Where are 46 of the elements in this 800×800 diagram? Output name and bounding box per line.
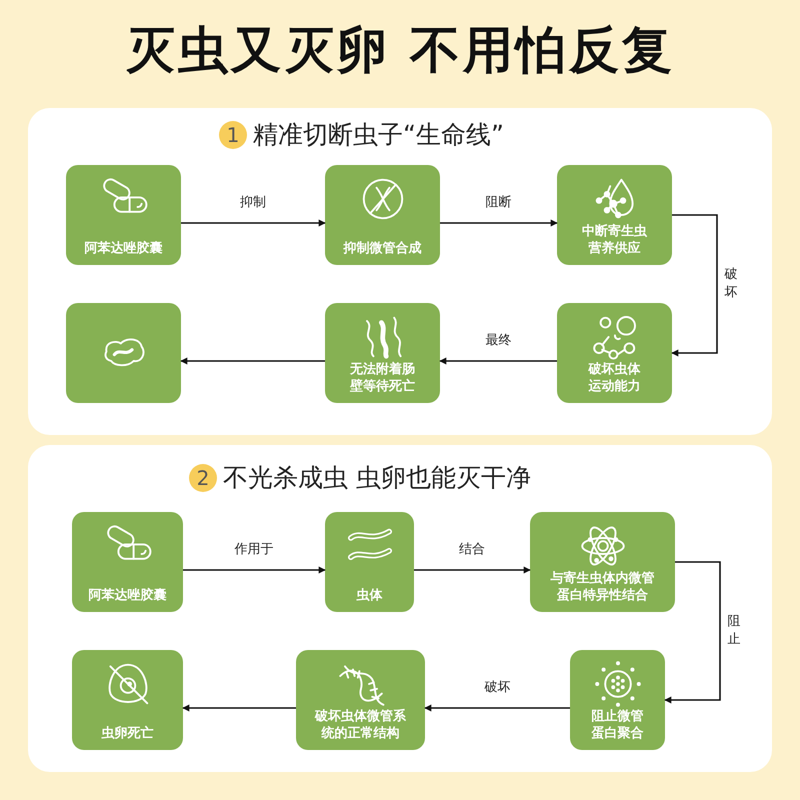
arrow	[180, 358, 325, 364]
panel-heading: 不光杀成虫 虫卵也能灭干净	[223, 463, 531, 493]
step-text: 破坏虫体运动能力	[587, 361, 642, 395]
step-text: 与寄生虫体内微管蛋白特异性结合	[550, 570, 656, 604]
step-box	[66, 165, 181, 265]
step-box	[66, 303, 181, 403]
step-text: 抑制微管合成	[342, 240, 422, 257]
step-box	[557, 303, 672, 403]
arrow	[183, 566, 326, 574]
edge-label: 抑制	[238, 195, 268, 211]
step-box	[530, 512, 675, 612]
arrow	[439, 358, 557, 364]
panel	[28, 108, 772, 435]
step-box	[72, 512, 183, 612]
step-text: 阿苯达唑胶囊	[88, 587, 168, 604]
arrow	[664, 561, 721, 704]
arrow	[181, 220, 326, 226]
step-box	[557, 165, 672, 265]
number-badge: 2	[189, 464, 217, 492]
step-text: 破坏虫体微管系统的正常结构	[314, 708, 407, 742]
panel	[28, 445, 772, 772]
step-box	[570, 650, 665, 750]
edge-label: 破坏	[482, 680, 512, 696]
title: 灭虫又灭卵 不用怕反复	[124, 20, 676, 81]
edge-label: 阻断	[484, 195, 514, 211]
arrow	[440, 220, 558, 226]
arrow	[671, 214, 718, 356]
step-box	[325, 303, 440, 403]
step-text: 阻止微管蛋白聚合	[590, 708, 644, 742]
step-box	[296, 650, 425, 750]
step-box	[72, 650, 183, 750]
step-box	[325, 512, 414, 612]
step-text: 阿苯达唑胶囊	[84, 240, 164, 257]
edge-label: 作用于	[232, 542, 276, 558]
arrow	[414, 566, 531, 574]
step-box	[325, 165, 440, 265]
step-text: 无法附着肠壁等待死亡	[348, 361, 416, 395]
number-badge: 1	[219, 121, 247, 149]
edge-label: 结合	[457, 542, 487, 558]
edge-label: 最终	[484, 333, 514, 349]
step-text: 虫卵死亡	[100, 725, 154, 742]
step-text: 中断寄生虫营养供应	[581, 223, 648, 257]
arrow	[182, 704, 296, 712]
arrow	[424, 704, 570, 712]
panel-heading: 精准切断虫子“生命线”	[253, 120, 504, 150]
step-text: 虫体	[356, 587, 384, 604]
